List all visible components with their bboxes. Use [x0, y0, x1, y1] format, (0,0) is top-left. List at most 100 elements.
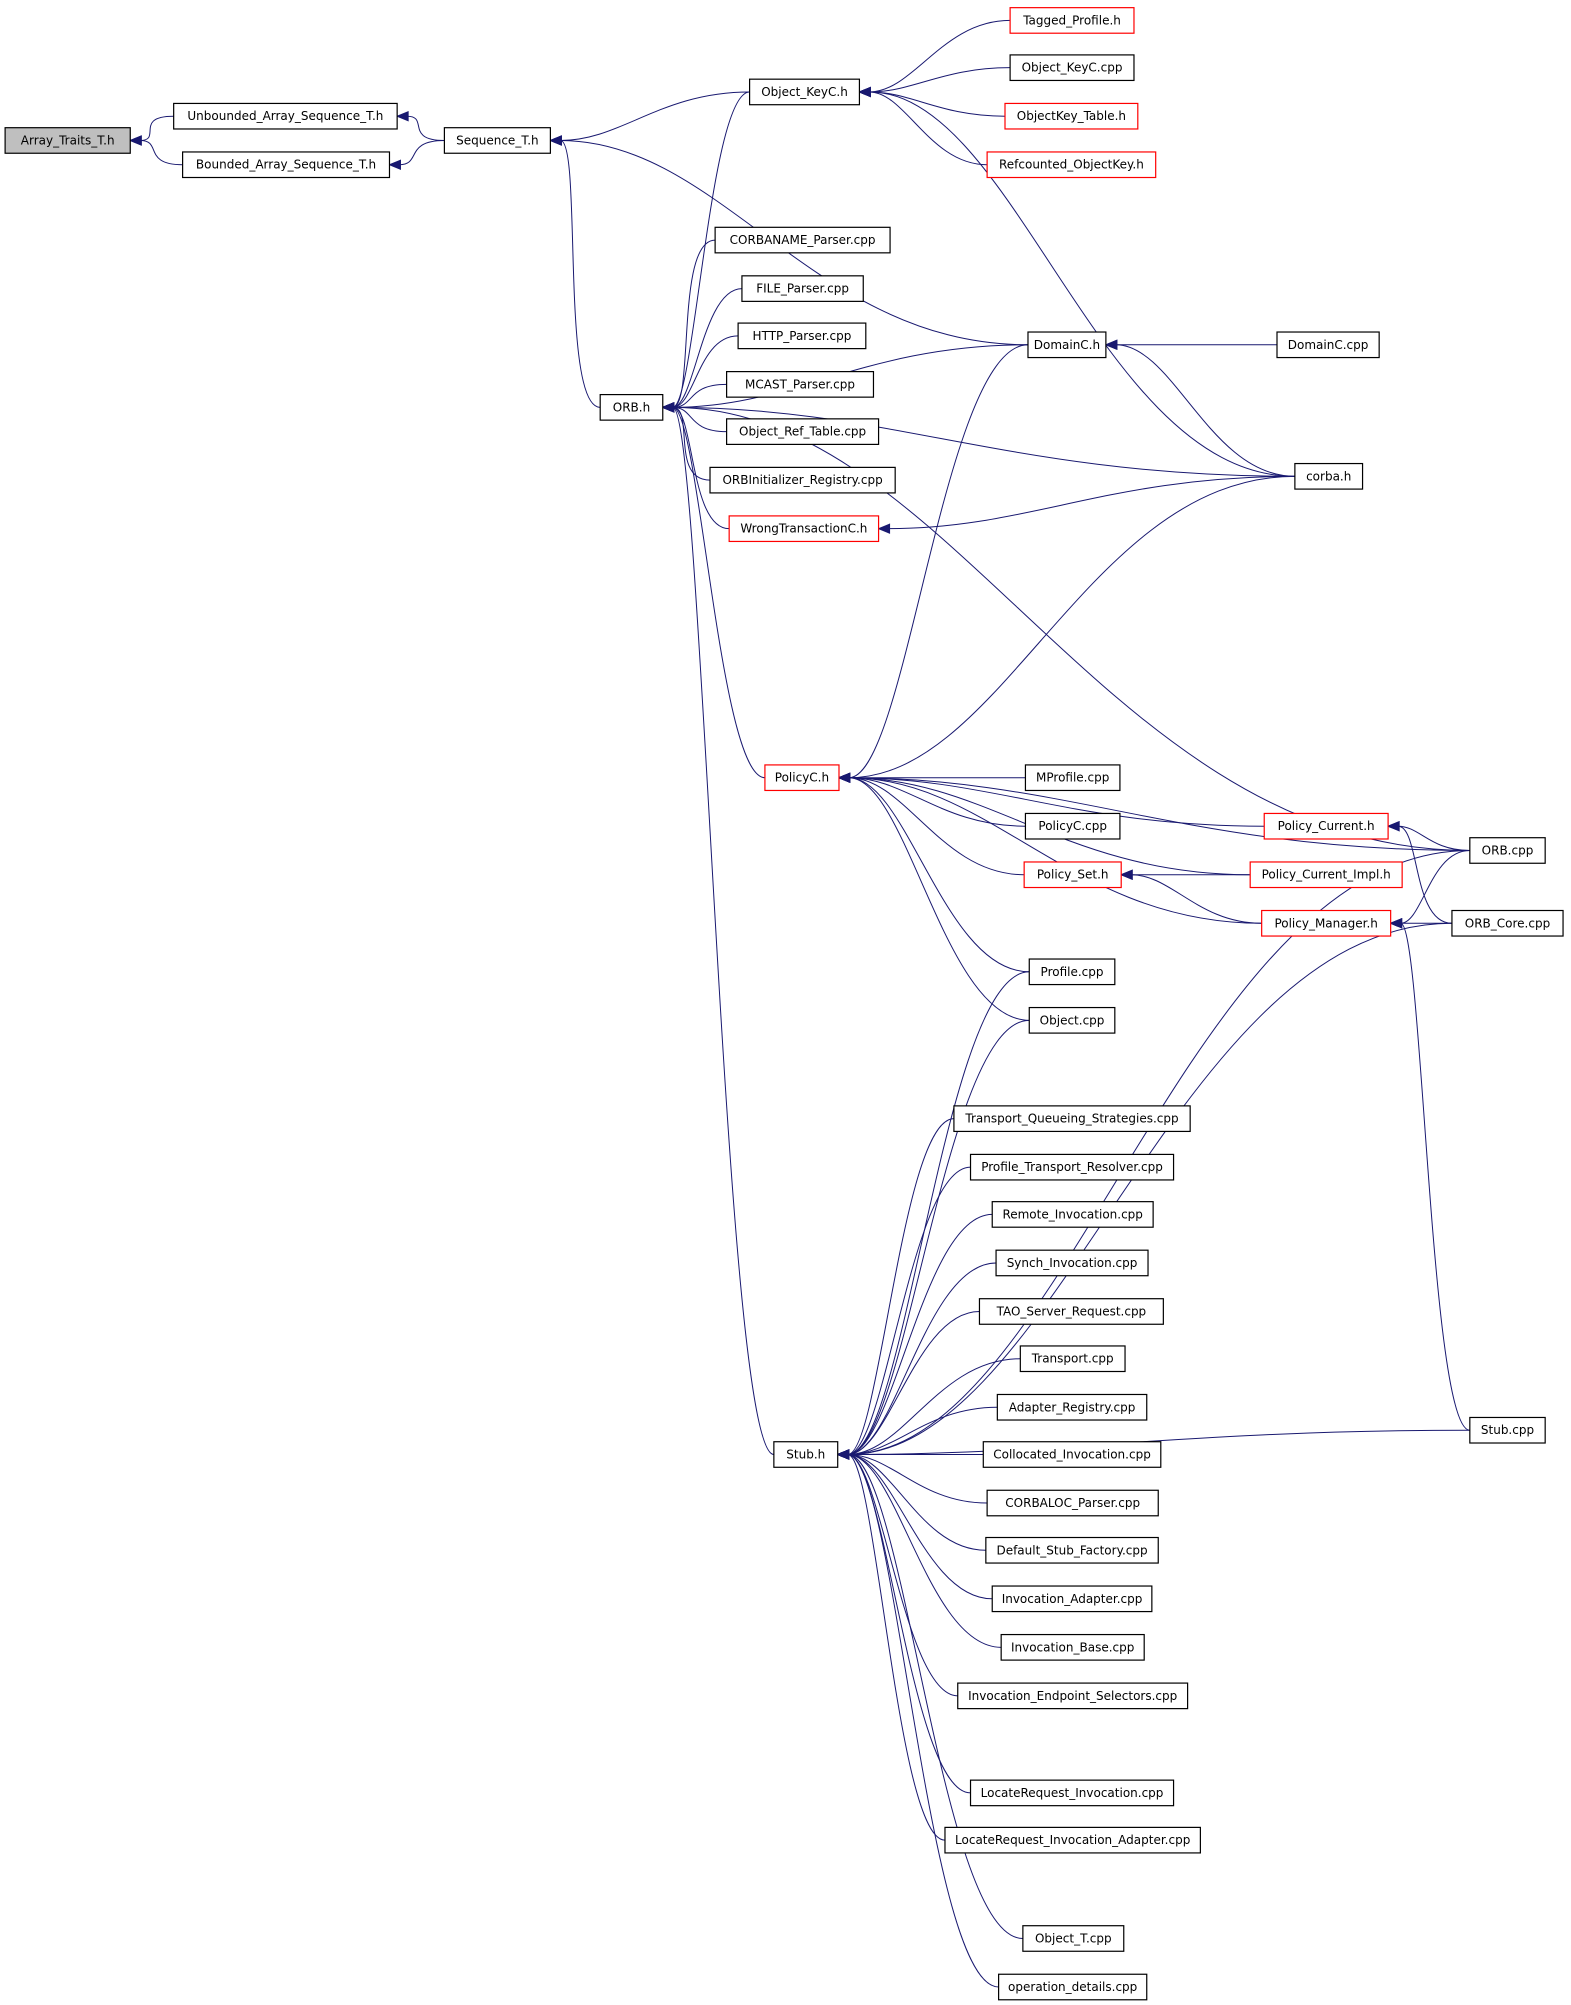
node-operation-details-cpp[interactable]: operation_details.cpp	[998, 1973, 1148, 2001]
node-box	[714, 226, 891, 254]
node-collocated-invocation-cpp[interactable]: Collocated_Invocation.cpp	[982, 1441, 1162, 1468]
edge-object_keyc_h-to-sequence	[549, 91, 750, 146]
node-profile-transport-resolver-cpp[interactable]: Profile_Transport_Resolver.cpp	[969, 1153, 1175, 1181]
node-stub-h[interactable]: Stub.h	[773, 1441, 839, 1468]
node-tagged-profile-h[interactable]: Tagged_Profile.h	[1009, 7, 1135, 34]
node-label: TAO_Server_Request.cpp	[996, 1304, 1147, 1318]
node-label: Tagged_Profile.h	[1022, 13, 1121, 27]
edge-policy_current_impl-to-policy_set	[1119, 869, 1251, 880]
node-wrongtransactionc-h[interactable]: WrongTransactionC.h	[728, 515, 880, 543]
node-object-cpp[interactable]: Object.cpp	[1028, 1006, 1116, 1034]
node-object-keyc-cpp[interactable]: Object_KeyC.cpp	[1009, 54, 1135, 82]
node-file-parser-cpp[interactable]: FILE_Parser.cpp	[741, 275, 864, 302]
node-box	[991, 1201, 1154, 1228]
node-label: CORBANAME_Parser.cpp	[730, 233, 876, 247]
node-domainc-h[interactable]: DomainC.h	[1027, 331, 1107, 359]
node-stub-cpp[interactable]: Stub.cpp	[1469, 1416, 1546, 1444]
node-label: ORBInitializer_Registry.cpp	[722, 473, 882, 487]
node-orbinitializer-registry-cpp[interactable]: ORBInitializer_Registry.cpp	[709, 466, 896, 494]
edge-locate_inv_adapter-to-stub_h	[836, 1449, 946, 1841]
node-box	[982, 1441, 1162, 1468]
node-transport-queueing-strategies-cpp[interactable]: Transport_Queueing_Strategies.cpp	[953, 1105, 1191, 1133]
edge-ptr-to-stub_h	[836, 1166, 971, 1460]
node-domainc-cpp[interactable]: DomainC.cpp	[1276, 331, 1380, 359]
node-policy-current-h[interactable]: Policy_Current.h	[1263, 812, 1389, 840]
node-locaterequest-invocation-adapter-cpp[interactable]: LocateRequest_Invocation_Adapter.cpp	[944, 1826, 1201, 1854]
node-policyc-cpp[interactable]: PolicyC.cpp	[1024, 812, 1121, 840]
node-box	[1263, 812, 1389, 840]
node-policy-set-h[interactable]: Policy_Set.h	[1023, 861, 1122, 889]
node-box	[1004, 102, 1139, 130]
node-refcounted-objectkey-h[interactable]: Refcounted_ObjectKey.h	[986, 151, 1157, 179]
node-label: DomainC.cpp	[1288, 338, 1369, 352]
node-box	[1294, 462, 1364, 490]
edge-policyc_h-to-orb_h	[661, 402, 765, 779]
node-box	[986, 151, 1157, 179]
node-label: Unbounded_Array_Sequence_T.h	[187, 109, 383, 123]
node-orb-cpp[interactable]: ORB.cpp	[1469, 837, 1546, 864]
node-box	[1019, 1345, 1126, 1373]
node-box	[4, 127, 131, 154]
node-transport-cpp[interactable]: Transport.cpp	[1019, 1345, 1126, 1373]
node-box	[969, 1779, 1175, 1807]
node-box	[969, 1153, 1175, 1181]
node-label: Transport_Queueing_Strategies.cpp	[964, 1112, 1178, 1126]
node-bounded-array-sequence-t-h[interactable]: Bounded_Array_Sequence_T.h	[182, 151, 391, 179]
node-invocation-base-cpp[interactable]: Invocation_Base.cpp	[1000, 1633, 1145, 1661]
node-label: LocateRequest_Invocation.cpp	[981, 1786, 1164, 1800]
edge-tagged_profile-to-object_keyc_h	[858, 19, 1011, 98]
node-label: Adapter_Registry.cpp	[1009, 1400, 1136, 1414]
node-corbaloc-parser-cpp[interactable]: CORBALOC_Parser.cpp	[986, 1489, 1159, 1517]
node-synch-invocation-cpp[interactable]: Synch_Invocation.cpp	[995, 1249, 1149, 1277]
edge-sequence-to-unbounded	[395, 110, 445, 141]
edge-inv_base-to-stub_h	[836, 1449, 1002, 1648]
node-label: Transport.cpp	[1031, 1352, 1114, 1366]
node-policyc-h[interactable]: PolicyC.h	[764, 764, 840, 792]
node-policy-manager-h[interactable]: Policy_Manager.h	[1261, 909, 1392, 937]
node-orb-core-cpp[interactable]: ORB_Core.cpp	[1451, 909, 1564, 937]
node-http-parser-cpp[interactable]: HTTP_Parser.cpp	[737, 322, 867, 350]
node-label: Object.cpp	[1040, 1013, 1105, 1027]
node-adapter-registry-cpp[interactable]: Adapter_Registry.cpp	[996, 1393, 1148, 1421]
node-sequence-t-h[interactable]: Sequence_T.h	[443, 127, 551, 154]
edge-remote_inv-to-stub_h	[836, 1213, 993, 1460]
node-object-t-cpp[interactable]: Object_T.cpp	[1022, 1925, 1125, 1952]
node-label: ORB.h	[613, 400, 650, 414]
node-label: HTTP_Parser.cpp	[753, 329, 852, 343]
node-box	[182, 151, 391, 179]
node-objectkey-table-h[interactable]: ObjectKey_Table.h	[1004, 102, 1139, 130]
edge-orb_core-to-stub_h	[836, 922, 1452, 1460]
edge-tqs-to-stub_h	[836, 1118, 954, 1460]
node-corba-h[interactable]: corba.h	[1294, 462, 1364, 490]
node-tao-server-request-cpp[interactable]: TAO_Server_Request.cpp	[978, 1298, 1164, 1325]
edge-policy_manager-to-policy_set	[1119, 869, 1262, 924]
node-unbounded-array-sequence-t-h[interactable]: Unbounded_Array_Sequence_T.h	[173, 102, 398, 130]
node-object-ref-table-cpp[interactable]: Object_Ref_Table.cpp	[726, 418, 880, 445]
edge-domainc_h-to-policyc_h	[837, 344, 1028, 783]
node-invocation-endpoint-selectors-cpp[interactable]: Invocation_Endpoint_Selectors.cpp	[957, 1682, 1189, 1710]
node-array-traits-t-h[interactable]: Array_Traits_T.h	[4, 127, 131, 154]
edge-corba_h-to-policyc_h	[837, 475, 1295, 783]
node-mcast-parser-cpp[interactable]: MCAST_Parser.cpp	[726, 371, 875, 398]
node-label: Policy_Current_Impl.h	[1262, 868, 1391, 882]
node-box	[748, 78, 861, 106]
node-profile-cpp[interactable]: Profile.cpp	[1028, 958, 1116, 986]
node-label: Bounded_Array_Sequence_T.h	[196, 158, 376, 172]
node-label: Profile.cpp	[1041, 965, 1104, 979]
node-remote-invocation-cpp[interactable]: Remote_Invocation.cpp	[991, 1201, 1154, 1228]
node-box	[1024, 764, 1121, 792]
node-label: PolicyC.cpp	[1038, 819, 1107, 833]
node-default-stub-factory-cpp[interactable]: Default_Stub_Factory.cpp	[985, 1536, 1159, 1564]
node-locaterequest-invocation-cpp[interactable]: LocateRequest_Invocation.cpp	[969, 1779, 1175, 1807]
node-invocation-adapter-cpp[interactable]: Invocation_Adapter.cpp	[991, 1585, 1153, 1613]
node-policy-current-impl-h[interactable]: Policy_Current_Impl.h	[1249, 861, 1403, 889]
node-orb-h[interactable]: ORB.h	[599, 393, 664, 421]
node-label: corba.h	[1306, 469, 1351, 483]
node-mprofile-cpp[interactable]: MProfile.cpp	[1024, 764, 1121, 792]
node-box	[1276, 331, 1380, 359]
edge-policy_manager-to-policyc_h	[837, 772, 1262, 924]
node-object-keyc-h[interactable]: Object_KeyC.h	[748, 78, 861, 106]
node-corbaname-parser-cpp[interactable]: CORBANAME_Parser.cpp	[714, 226, 891, 254]
node-box	[173, 102, 398, 130]
node-box	[1249, 861, 1403, 889]
